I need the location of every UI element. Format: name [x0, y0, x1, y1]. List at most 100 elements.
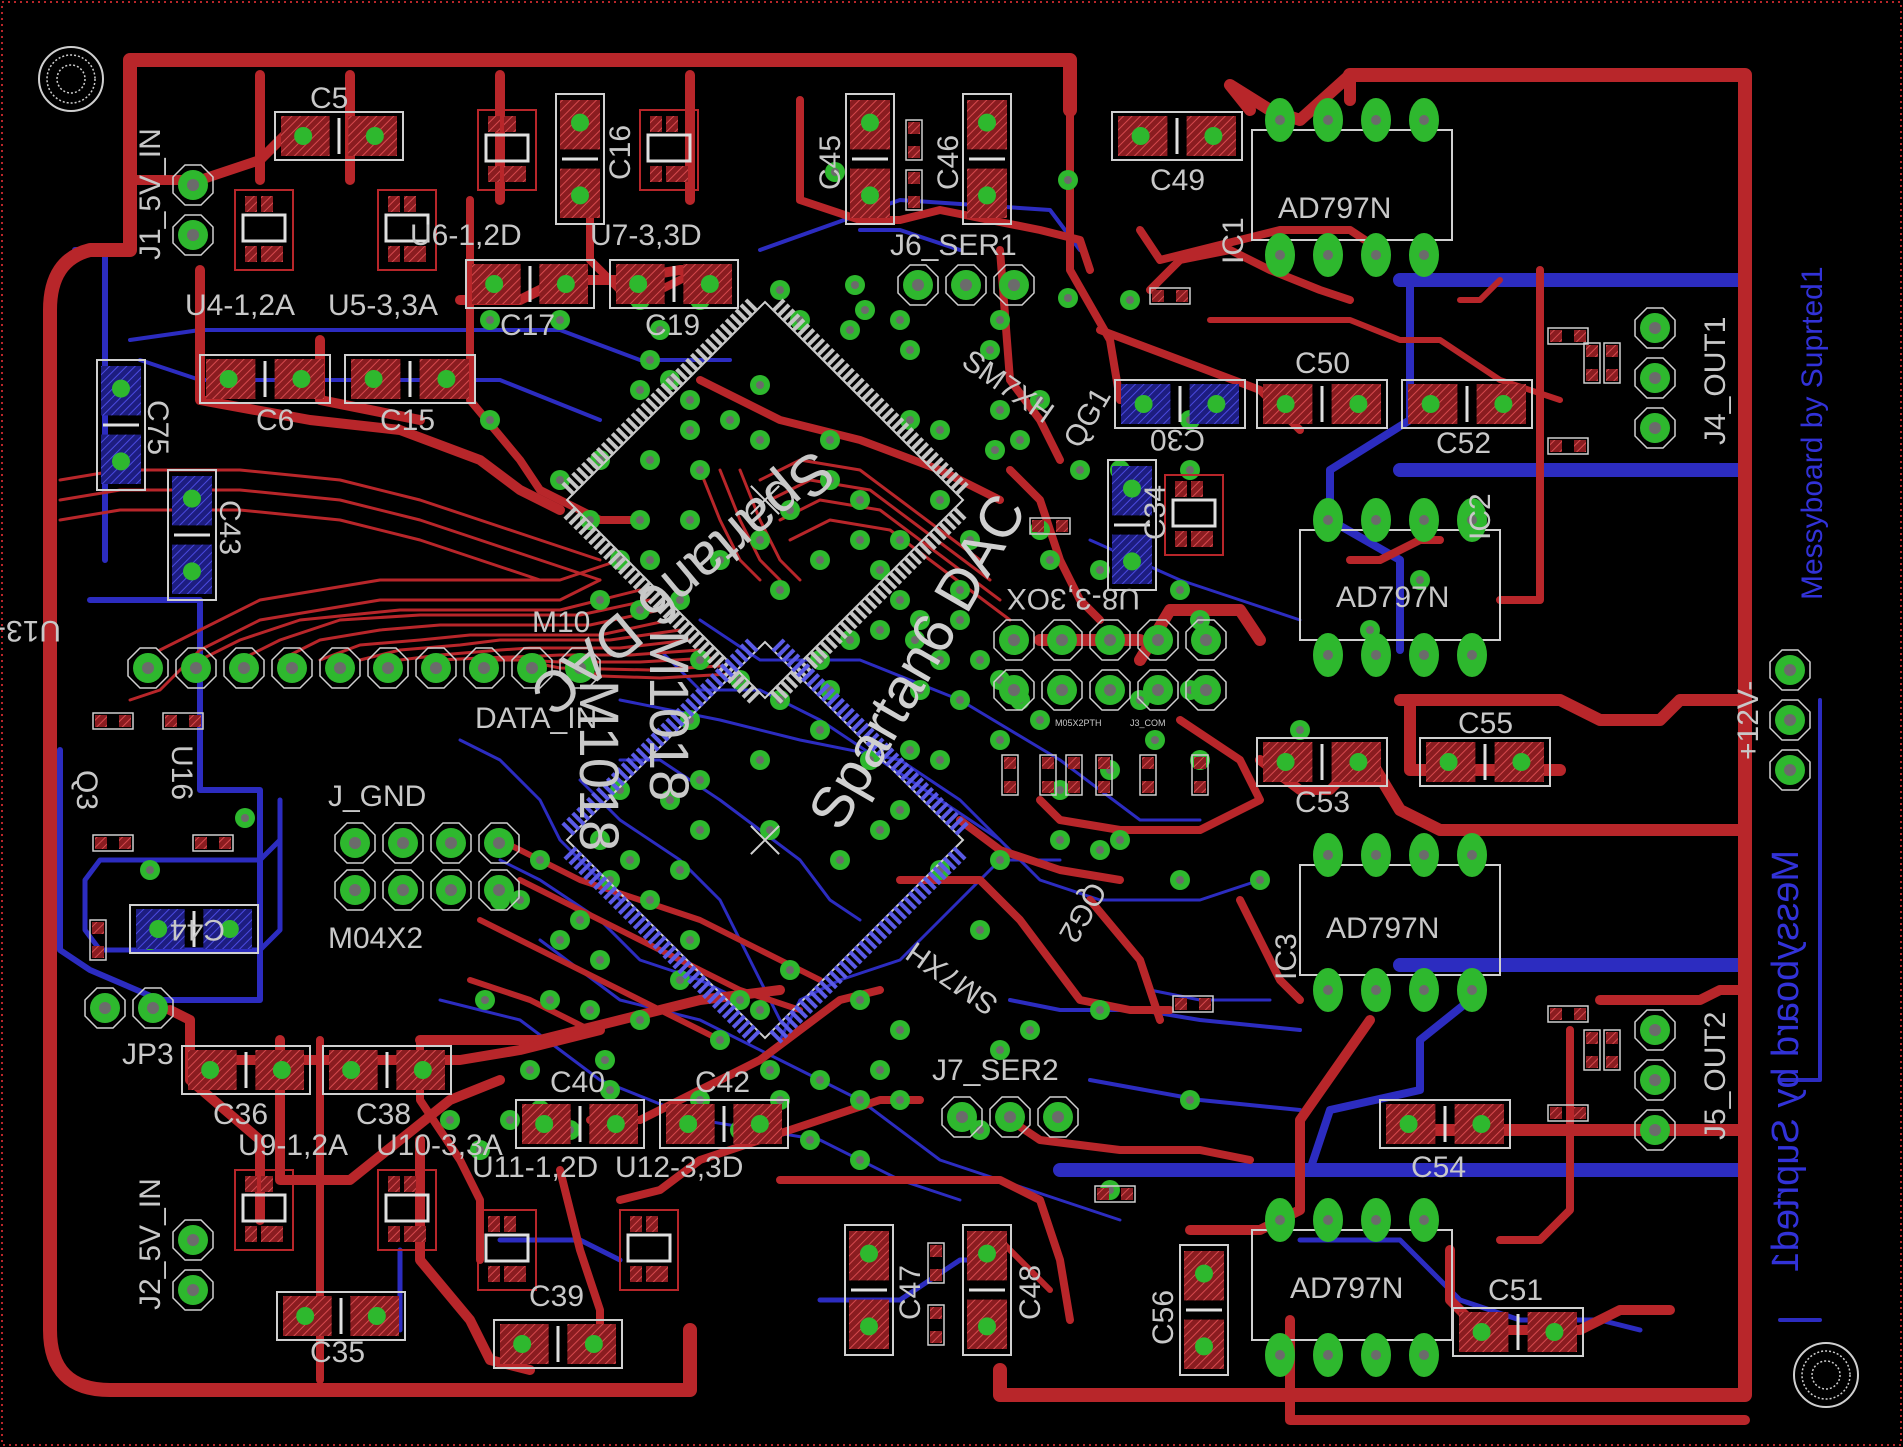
label-C43: C43 [213, 500, 246, 555]
label-DATA_IN: DATA_IN [475, 702, 597, 735]
via [1040, 550, 1060, 570]
label-C30: C30 [1150, 423, 1205, 456]
capacitor [465, 259, 595, 309]
label-ad797-ic3: AD797N [1326, 912, 1439, 945]
resistor [905, 169, 923, 211]
capacitor [659, 1099, 789, 1149]
resistor [1603, 342, 1621, 384]
via [800, 1130, 820, 1150]
label-ad797-ic1: AD797N [1278, 192, 1391, 225]
label-J2: J2_5V_IN [134, 1178, 167, 1310]
regulator-sot [377, 1169, 437, 1251]
resistor [1039, 754, 1057, 796]
via [570, 910, 590, 930]
via [1170, 580, 1190, 600]
label-M10: M10 [532, 606, 590, 639]
label-C6: C6 [256, 404, 294, 437]
label-C55: C55 [1458, 707, 1513, 740]
label-ad797-ic4: AD797N [1290, 1272, 1403, 1305]
via [770, 580, 790, 600]
via [600, 1080, 620, 1100]
via [630, 380, 650, 400]
via [930, 490, 950, 510]
via [810, 720, 830, 740]
via [900, 340, 920, 360]
capacitor [493, 1319, 623, 1369]
pin-header [1634, 1009, 1676, 1151]
via [890, 1090, 910, 1110]
pin-header [334, 869, 520, 911]
label-C16: C16 [604, 125, 637, 180]
via [910, 680, 930, 700]
label-U8: U8-3,3OX [1007, 582, 1140, 615]
capacitor [962, 1224, 1012, 1356]
via [900, 740, 920, 760]
label-C56: C56 [1147, 1290, 1180, 1345]
label-m05x2: M05X2PTH [1055, 718, 1102, 728]
mounting-hole-top-left [38, 46, 104, 112]
label-C46: C46 [932, 135, 965, 190]
via [680, 420, 700, 440]
mounting-hole-bottom-right [1793, 1342, 1859, 1408]
mirrored-credit-text: Messyboard by Suprted1 [1765, 850, 1807, 1272]
label-M04X2: M04X2 [328, 922, 423, 955]
resistor [192, 834, 234, 852]
label-C44: C44 [170, 913, 225, 946]
label-C45: C45 [814, 135, 847, 190]
via [550, 310, 570, 330]
label-U13: U13-3,3S [0, 614, 61, 647]
resistor [89, 919, 107, 961]
capacitor [1256, 737, 1388, 787]
label-C75: C75 [141, 400, 174, 455]
resistor [1139, 754, 1157, 796]
via [640, 450, 660, 470]
via [850, 990, 870, 1010]
fpga-top [561, 298, 969, 704]
via [1050, 830, 1070, 850]
label-U4: U4-1,2A [185, 289, 295, 322]
label-u16: U16 [165, 745, 198, 800]
label-J1: J1_5V_IN [134, 128, 167, 260]
label-C5: C5 [310, 82, 348, 115]
via [950, 580, 970, 600]
via [950, 690, 970, 710]
label-C34: C34 [1139, 485, 1172, 540]
resistor [1095, 754, 1113, 796]
capacitor [515, 1099, 645, 1149]
via [870, 620, 890, 640]
via [910, 610, 930, 630]
pin-header [941, 1096, 1079, 1138]
via [890, 800, 910, 820]
pin-header [993, 619, 1227, 661]
capacitor [845, 93, 895, 225]
via [825, 162, 845, 182]
via [590, 590, 610, 610]
via [850, 530, 870, 550]
label-C38: C38 [356, 1098, 411, 1131]
headers-layer [84, 164, 1811, 1311]
capacitor [555, 93, 605, 225]
via [970, 920, 990, 940]
resistor [1001, 754, 1019, 796]
via [730, 990, 750, 1010]
via [710, 1030, 730, 1050]
via [1145, 730, 1165, 750]
via [990, 730, 1010, 750]
ic-ad797n [1299, 833, 1501, 1012]
via [855, 300, 875, 320]
label-U5: U5-3,3A [328, 289, 438, 322]
via [930, 420, 950, 440]
label-ad797-ic2: AD797N [1336, 581, 1449, 614]
via [1090, 840, 1110, 860]
via [480, 310, 500, 330]
ic-ad797n [1299, 498, 1501, 677]
label-JP3: JP3 [122, 1038, 174, 1071]
capacitor [1256, 379, 1388, 429]
pin-header [897, 264, 1035, 306]
via [470, 1140, 490, 1160]
via [870, 820, 890, 840]
fpga-bottom [561, 638, 969, 1044]
via [990, 850, 1010, 870]
